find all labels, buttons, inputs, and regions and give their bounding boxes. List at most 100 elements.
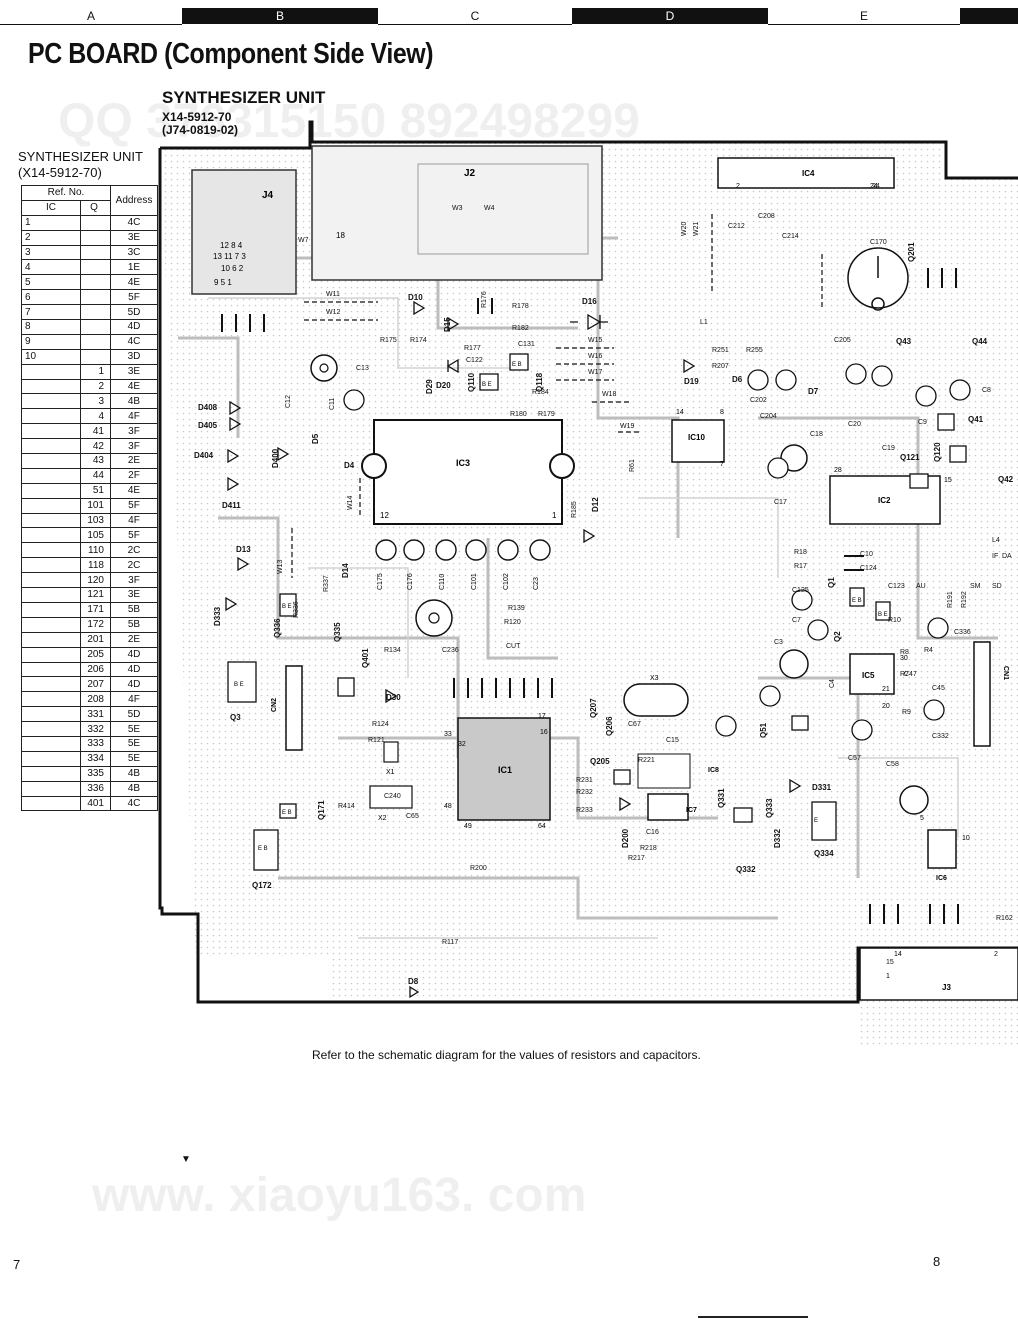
board-component-label: R7: [900, 671, 909, 678]
ref-q-cell: 206: [80, 661, 111, 678]
board-component-label: 14: [894, 951, 902, 958]
board-component-label: C9: [918, 419, 927, 426]
board-component-label: C202: [750, 397, 767, 404]
board-component-label: R61: [629, 459, 636, 472]
ref-ic-cell: [21, 780, 81, 797]
board-component-label: R231: [576, 777, 593, 784]
board-component-label: R177: [464, 345, 481, 352]
board-pin-label: B E: [482, 382, 492, 388]
ref-q-cell: 103: [80, 512, 111, 529]
board-component-label: 21: [882, 686, 890, 693]
board-component-label: D400: [271, 448, 280, 468]
ref-q-cell: 336: [80, 780, 111, 797]
ref-address-cell: 5E: [110, 721, 158, 737]
ref-address-cell: 4D: [110, 676, 158, 693]
ref-ic-cell: [21, 467, 81, 484]
board-component-label: D405: [198, 421, 218, 430]
ref-address-cell: 4C: [110, 333, 158, 350]
board-component-label: D332: [773, 828, 782, 848]
ref-ic-cell: [21, 706, 81, 723]
board-component-label: R9: [902, 709, 911, 716]
board-component-label: C240: [384, 793, 401, 800]
ic-header: IC: [21, 199, 81, 216]
ref-address-cell: 4E: [110, 378, 158, 395]
board-component-label: C20: [848, 421, 861, 428]
board-component-label: D6: [732, 375, 743, 384]
ref-address-cell: 4C: [110, 214, 158, 231]
ref-address-cell: 2E: [110, 453, 158, 469]
board-component-label: 18: [336, 231, 345, 240]
ref-q-cell: [80, 333, 111, 350]
board-component-label: R139: [508, 605, 525, 612]
x1-label: X1: [386, 769, 395, 776]
board-component-label: C101: [471, 573, 478, 590]
board-component-label: R117: [442, 939, 458, 946]
board-component-label: R184: [532, 389, 549, 396]
board-component-label: C212: [728, 223, 745, 230]
board-component-label: C175: [377, 573, 384, 590]
ref-address-cell: 2C: [110, 542, 158, 559]
page-number-right: 8: [933, 1254, 941, 1269]
ref-address-cell: 4B: [110, 393, 158, 410]
ref-address-cell: 3F: [110, 438, 158, 455]
ref-address-cell: 2C: [110, 557, 158, 574]
ref-address-cell: 3F: [110, 423, 158, 440]
ref-address-cell: 5F: [110, 527, 158, 544]
board-component-label: C13: [356, 365, 369, 372]
board-component-label: R4: [924, 647, 933, 654]
board-component-label: D12: [591, 497, 600, 512]
board-component-label: C214: [782, 233, 799, 240]
board-component-label: Q120: [933, 442, 942, 462]
ref-address-cell: 3F: [110, 572, 158, 589]
ref-ic-cell: [21, 795, 81, 812]
ref-ic-cell: [21, 765, 81, 782]
ruler-col-d: D: [572, 8, 768, 24]
board-component-label: Q207: [589, 698, 598, 718]
j2-label: J2: [464, 168, 476, 179]
board-component-label: W7: [298, 237, 309, 244]
board-component-label: R178: [512, 303, 529, 310]
ref-q-cell: 42: [80, 438, 111, 455]
board-component-label: W21: [693, 222, 700, 237]
board-component-label: R162: [996, 915, 1013, 922]
board-component-label: W17: [588, 369, 603, 376]
board-component-label: Q44: [972, 337, 988, 346]
board-component-label: C19: [882, 445, 895, 452]
board-component-label: D408: [198, 403, 218, 412]
board-component-label: D200: [621, 828, 630, 848]
ref-q-cell: 121: [80, 587, 111, 603]
x3-label: X3: [650, 675, 659, 682]
ref-ic-cell: 9: [21, 333, 81, 350]
board-component-label: D19: [684, 377, 699, 386]
board-component-label: Q333: [765, 798, 774, 818]
board-component-label: W4: [484, 205, 495, 212]
ruler-col-b: B: [182, 8, 378, 24]
ref-q-cell: 41: [80, 423, 111, 440]
ref-q-cell: 208: [80, 691, 111, 708]
ref-q-cell: [80, 289, 111, 306]
board-component-label: SD: [992, 583, 1002, 590]
board-component-label: C23: [533, 577, 540, 590]
board-component-label: D411: [222, 501, 241, 510]
ruler-col-a: A: [0, 8, 182, 25]
board-component-label: Q43: [896, 337, 912, 346]
ic3-label: IC3: [456, 458, 470, 468]
board-component-label: R255: [746, 347, 763, 354]
ref-q-cell: 43: [80, 453, 111, 469]
board-component-label: Q335: [333, 622, 342, 642]
board-component-label: C57: [848, 755, 861, 762]
board-component-label: W3: [452, 205, 463, 212]
board-component-label: Q401: [361, 648, 370, 668]
